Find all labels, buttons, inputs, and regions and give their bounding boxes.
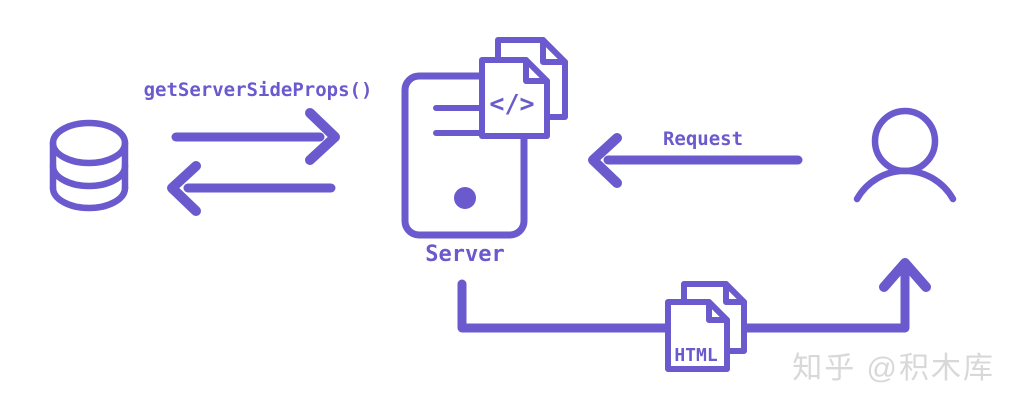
request-label: Request xyxy=(663,128,743,150)
fetch-arrow-right-icon xyxy=(171,108,340,165)
server-label: Server xyxy=(425,242,504,267)
html-file-icon: HTML xyxy=(665,281,747,372)
function-label: getServerSideProps() xyxy=(144,79,373,101)
request-arrow-icon xyxy=(588,133,803,188)
html-file-label: HTML xyxy=(674,345,718,366)
database-icon xyxy=(49,119,129,212)
watermark: 知乎 @积木库 xyxy=(792,352,995,385)
code-file-icon: </> xyxy=(479,37,568,139)
fetch-arrow-left-icon xyxy=(167,161,336,216)
user-icon xyxy=(853,107,957,203)
code-glyph: </> xyxy=(489,89,534,118)
